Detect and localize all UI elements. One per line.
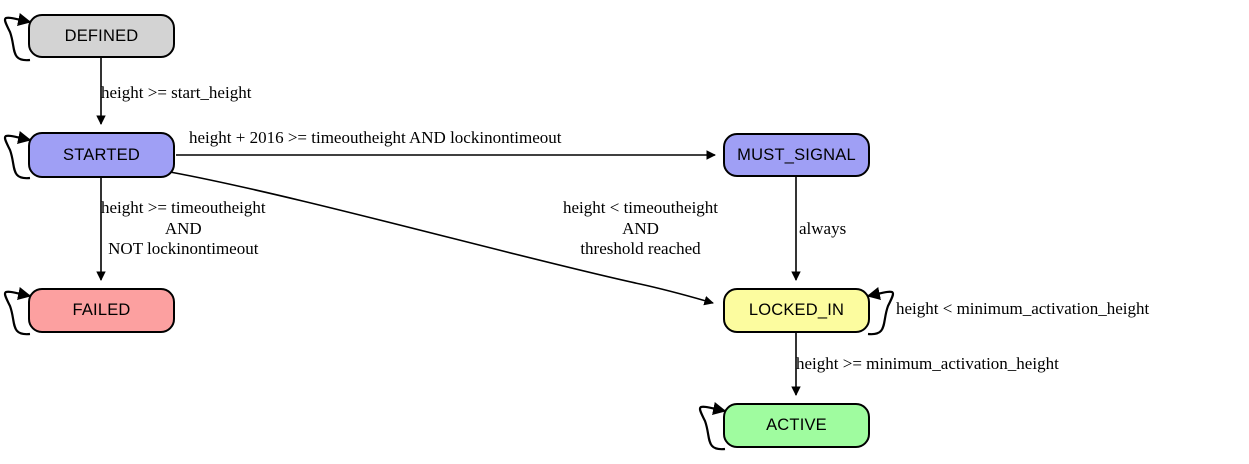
edge-label-locked-in-self-loop: height < minimum_activation_height (896, 299, 1150, 318)
state-label-defined: DEFINED (64, 26, 139, 45)
edge-locked-in-self-loop (866, 287, 895, 336)
state-label-failed: FAILED (72, 301, 131, 319)
edge-started-self-loop (3, 131, 32, 180)
edge-label-defined-to-started: height >= start_height (101, 83, 252, 102)
state-node-must-signal[interactable]: MUST_SIGNAL (723, 133, 870, 177)
edge-label-started-to-failed: height >= timeoutheight AND NOT lockinon… (101, 198, 266, 259)
edge-failed-self-loop (3, 287, 32, 336)
state-label-locked-in: LOCKED_IN (748, 301, 845, 319)
edge-defined-self-loop (3, 13, 32, 62)
state-node-started[interactable]: STARTED (28, 132, 175, 178)
state-label-active: ACTIVE (766, 416, 827, 434)
state-label-must-signal: MUST_SIGNAL (737, 145, 856, 164)
edge-started-to-locked-in (169, 171, 714, 306)
state-label-started: STARTED (63, 145, 140, 164)
edge-label-must-signal-to-locked-in: always (799, 219, 847, 238)
edge-label-started-to-must-signal: height + 2016 >= timeoutheight AND locki… (189, 128, 562, 147)
edge-active-self-loop (698, 402, 727, 451)
state-node-locked-in[interactable]: LOCKED_IN (723, 288, 870, 333)
state-node-defined[interactable]: DEFINED (28, 14, 175, 58)
state-node-active[interactable]: ACTIVE (723, 403, 870, 448)
state-node-failed[interactable]: FAILED (28, 288, 175, 333)
edge-label-started-to-locked-in: height < timeoutheight AND threshold rea… (563, 198, 719, 259)
edge-label-locked-in-to-active: height >= minimum_activation_height (796, 354, 1059, 373)
